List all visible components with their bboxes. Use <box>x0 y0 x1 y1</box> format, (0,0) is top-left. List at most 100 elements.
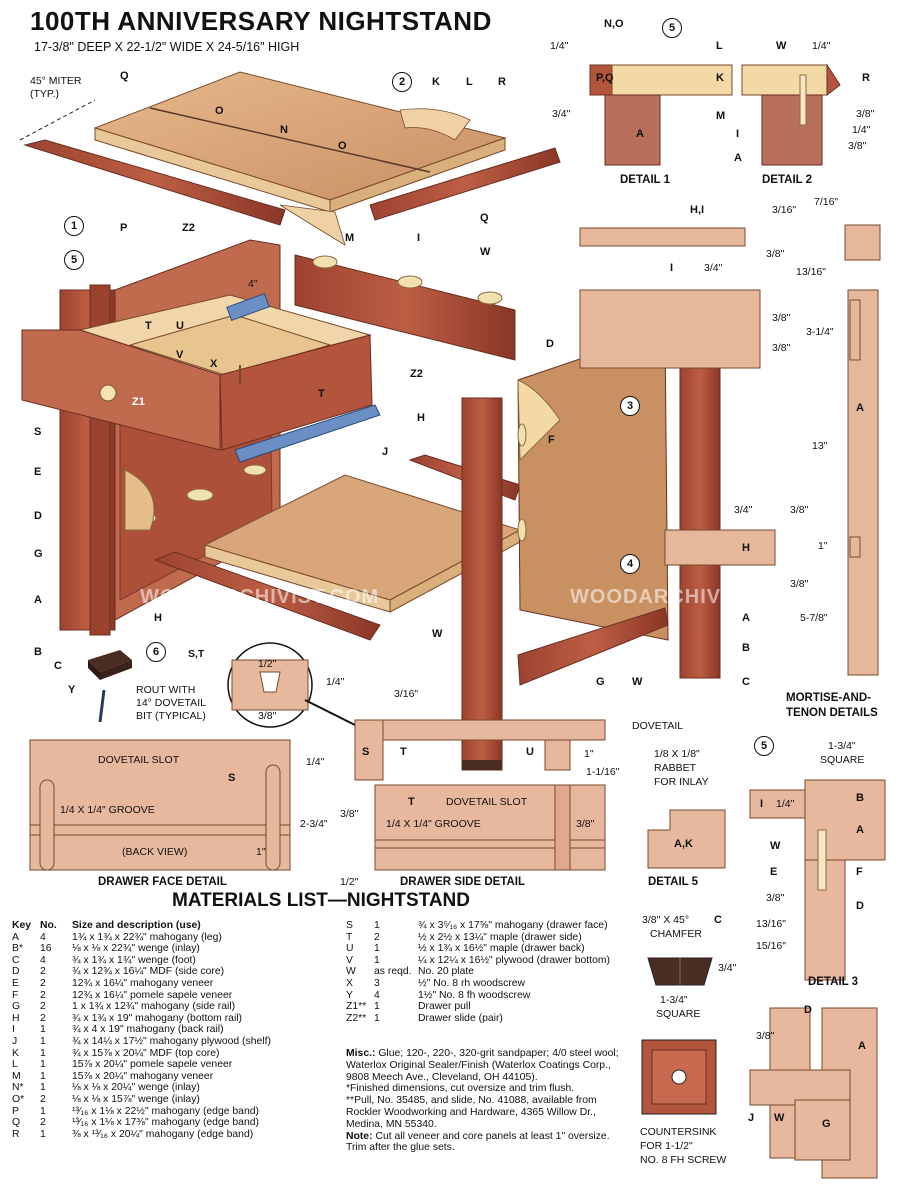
drawer-face-dim-38: 3/8" <box>258 710 277 722</box>
page-title: 100TH ANNIVERSARY NIGHTSTAND <box>30 6 492 36</box>
material-qty: 1 <box>374 954 380 966</box>
material-key: P <box>12 1105 19 1117</box>
label-j: J <box>382 446 389 458</box>
drawer-side-t2: T <box>408 796 415 808</box>
drawer-face-dim-half: 1/2" <box>340 876 359 888</box>
detail3-drawing <box>749 779 886 981</box>
callout-2: 2 <box>392 72 412 92</box>
material-desc: ¾ x 12¾ x 16¼" MDF (side core) <box>72 966 225 978</box>
label-b2: B <box>742 642 750 654</box>
drawer-face-back-view: (BACK VIEW) <box>122 846 188 858</box>
drawer-face-s: S <box>228 772 236 784</box>
callout-1: 1 <box>64 216 84 236</box>
material-desc: ¾ x 15⅞ x 20¼" MDF (top core) <box>72 1047 220 1059</box>
mortise-drawing <box>579 224 881 676</box>
material-key: O* <box>12 1093 25 1105</box>
detail2-w: W <box>776 40 787 52</box>
callout-5-detail3: 5 <box>754 736 774 756</box>
dim-4: 4" <box>248 278 258 290</box>
header-desc: Size and description (use) <box>72 920 201 931</box>
drawer-face-dim-quarter: 1/4" <box>326 676 345 688</box>
label-h1: H <box>417 412 425 424</box>
material-key: Z1** <box>346 1001 367 1013</box>
rout-note-2: 14° DOVETAIL <box>136 697 206 709</box>
material-qty: 2 <box>40 977 46 989</box>
drawer-side-dovetail: DOVETAIL <box>632 720 684 732</box>
note-text: Cut all veneer and core panels at least … <box>346 1130 610 1154</box>
drawer-face-st: S,T <box>188 648 205 660</box>
label-v: V <box>176 349 184 361</box>
mortise-hi: H,I <box>690 204 705 216</box>
material-key: B* <box>12 943 23 955</box>
material-key: T <box>346 931 353 943</box>
detail4-d38: 3/8" <box>756 1030 775 1042</box>
drawer-face-caption: DRAWER FACE DETAIL <box>98 876 227 888</box>
detail2-a: A <box>734 152 742 164</box>
material-qty: 1 <box>374 943 380 955</box>
label-r: R <box>498 76 506 88</box>
footnote-2: **Pull, No. 35485, and slide, No. 41088,… <box>346 1095 597 1130</box>
material-desc: Drawer pull <box>418 1001 471 1013</box>
mortise-caption-1: MORTISE-AND- <box>786 692 871 704</box>
foot-sq: 1-3/4" <box>660 994 688 1006</box>
material-key: J <box>12 1035 18 1047</box>
front-leg <box>461 397 503 771</box>
detail2-r: R <box>862 72 870 84</box>
label-x: X <box>210 358 218 370</box>
rout-note-1: ROUT WITH <box>136 684 196 696</box>
detail3-d: D <box>856 900 864 912</box>
footnote-1: *Finished dimensions, cut oversize and t… <box>346 1083 575 1095</box>
material-qty: 4 <box>374 989 380 1001</box>
callout-4: 4 <box>620 554 640 574</box>
mortise-d716: 7/16" <box>814 196 839 208</box>
drawer-side-caption: DRAWER SIDE DETAIL <box>400 876 526 888</box>
label-d2: D <box>546 338 554 350</box>
label-q1: Q <box>120 70 129 82</box>
drawer-side-dim-1116: 1-1/16" <box>586 766 620 778</box>
mortise-d1: 1" <box>818 540 828 552</box>
material-key: A <box>12 931 19 943</box>
detail3-d38: 3/8" <box>766 892 785 904</box>
material-desc: ⅛ x ⅛ x 22¾" wenge (inlay) <box>72 943 200 955</box>
drawer-side-dim-38b: 3/8" <box>576 818 595 830</box>
detail1-drawing <box>589 64 733 166</box>
drawer-side-dovetail-slot: DOVETAIL SLOT <box>446 796 528 808</box>
label-e: E <box>34 466 42 478</box>
mortise-d314: 3-1/4" <box>806 326 834 338</box>
detail4-drawing <box>749 1007 878 1179</box>
material-key: M <box>12 1070 21 1082</box>
material-desc: 12¾ x 16¼" pomele sapele veneer <box>72 989 233 1001</box>
detail3-d14: 1/4" <box>776 798 795 810</box>
detail3-sq: 1-3/4" <box>828 740 856 752</box>
material-qty: 2 <box>40 1117 46 1129</box>
drawer-side-u: U <box>526 746 534 758</box>
material-desc: ⅛ x ⅛ x 20¼" wenge (inlay) <box>72 1082 200 1094</box>
detail1-caption: DETAIL 1 <box>620 174 671 186</box>
material-key: C <box>12 954 20 966</box>
mortise-d34b: 3/4" <box>734 504 753 516</box>
page-subtitle: 17-3/8" DEEP X 22-1/2" WIDE X 24-5/16" H… <box>34 40 300 54</box>
label-s: S <box>34 426 42 438</box>
mortise-d34: 3/4" <box>704 262 723 274</box>
material-key: X <box>346 977 353 989</box>
material-qty: 1 <box>40 1105 46 1117</box>
miter-typ-label: (TYP.) <box>30 88 59 100</box>
material-desc: ½ x 2½ x 13¼" maple (drawer side) <box>418 931 582 943</box>
detail3-a: A <box>856 824 864 836</box>
label-q2: Q <box>480 212 489 224</box>
label-o2: O <box>338 140 347 152</box>
drawer-slide-right <box>234 404 381 463</box>
detail2-drawing <box>741 63 841 166</box>
foot <box>88 650 132 672</box>
